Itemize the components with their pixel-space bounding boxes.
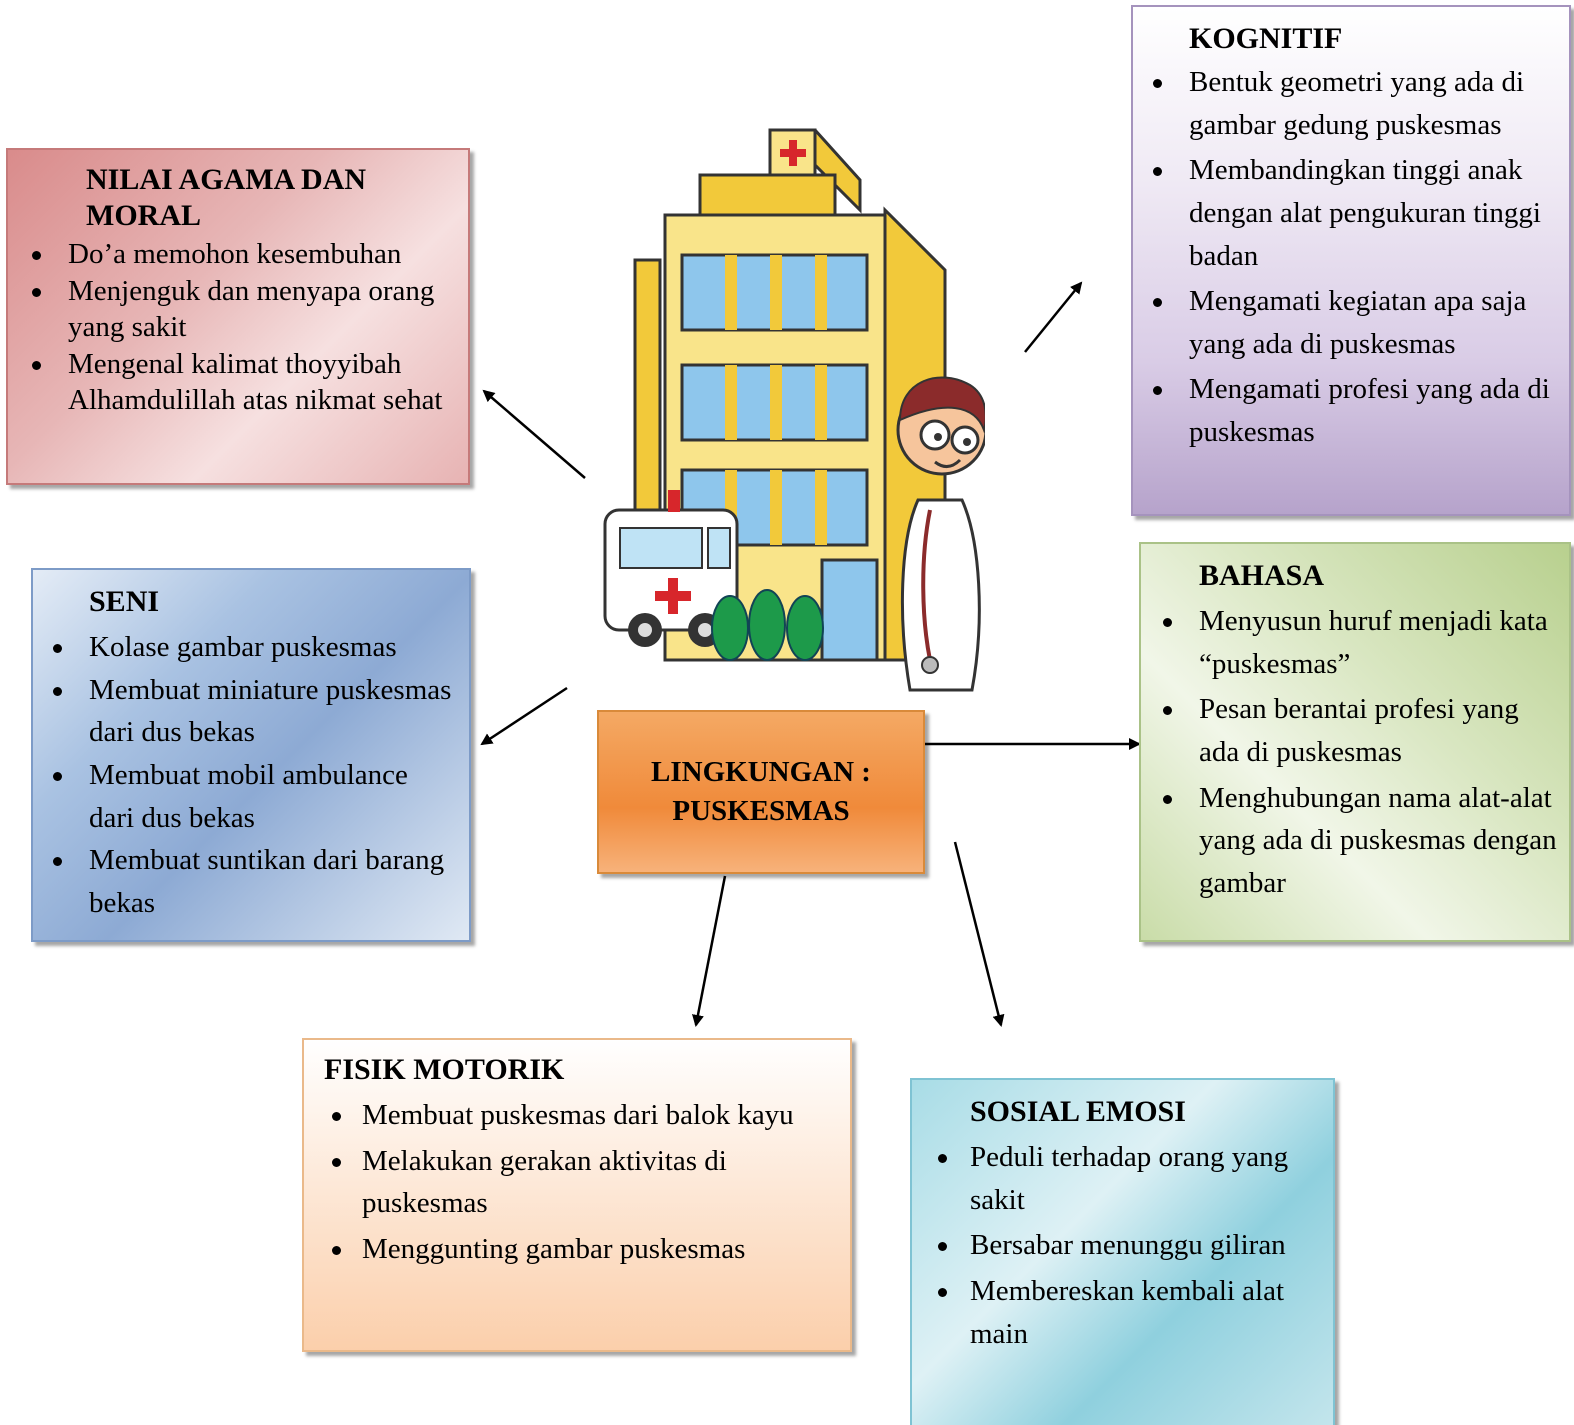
- list-item: Membuat suntikan dari barang bekas: [53, 839, 457, 924]
- list-item: Kolase gambar puskesmas: [53, 626, 457, 669]
- arrow-to-fisik-motorik: [692, 875, 727, 1027]
- arrow-to-seni: [480, 686, 568, 746]
- list-item: Mengenal kalimat thoyyibah Alhamdulillah…: [32, 346, 452, 419]
- arrow-to-sosial-emosi: [953, 841, 1005, 1027]
- sosial-emosi-list: Peduli terhadap orang yang sakit Bersaba…: [912, 1136, 1333, 1355]
- list-item: Membuat miniature puskesmas dari dus bek…: [53, 669, 457, 754]
- list-item: Pesan berantai profesi yang ada di puske…: [1163, 688, 1563, 773]
- hospital-illustration-icon: [603, 128, 985, 692]
- list-item: Membandingkan tinggi anak dengan alat pe…: [1153, 149, 1561, 277]
- kognitif-list: Bentuk geometri yang ada di gambar gedun…: [1133, 61, 1569, 454]
- nilai-agama-list: Do’a memohon kesembuhan Menjenguk dan me…: [8, 234, 468, 419]
- list-item: Bentuk geometri yang ada di gambar gedun…: [1153, 61, 1561, 146]
- list-item: Peduli terhadap orang yang sakit: [938, 1136, 1325, 1221]
- seni-list: Kolase gambar puskesmas Membuat miniatur…: [33, 626, 469, 924]
- list-item: Bersabar menunggu giliran: [938, 1224, 1325, 1267]
- seni-box: SENI Kolase gambar puskesmas Membuat min…: [31, 568, 471, 942]
- seni-title: SENI: [89, 585, 160, 618]
- list-item: Mengamati profesi yang ada di puskesmas: [1153, 368, 1561, 453]
- bahasa-list: Menyusun huruf menjadi kata “puskesmas” …: [1141, 600, 1569, 904]
- list-item: Menghubungan nama alat-alat yang ada di …: [1163, 777, 1563, 905]
- arrow-to-kognitif: [1024, 281, 1083, 353]
- sosial-emosi-box: SOSIAL EMOSI Peduli terhadap orang yang …: [910, 1078, 1335, 1425]
- list-item: Menggunting gambar puskesmas: [332, 1228, 840, 1271]
- kognitif-box: KOGNITIF Bentuk geometri yang ada di gam…: [1131, 5, 1571, 516]
- fisik-motorik-list: Membuat puskesmas dari balok kayu Melaku…: [304, 1094, 850, 1271]
- fisik-motorik-box: FISIK MOTORIK Membuat puskesmas dari bal…: [302, 1038, 852, 1352]
- list-item: Membuat puskesmas dari balok kayu: [332, 1094, 840, 1137]
- list-item: Do’a memohon kesembuhan: [32, 236, 452, 273]
- bahasa-box: BAHASA Menyusun huruf menjadi kata “pusk…: [1139, 542, 1571, 942]
- center-topic-box: LINGKUNGAN :PUSKESMAS: [597, 710, 925, 874]
- list-item: Melakukan gerakan aktivitas di puskesmas: [332, 1140, 840, 1225]
- center-topic-label: LINGKUNGAN :PUSKESMAS: [651, 755, 871, 827]
- kognitif-title: KOGNITIF: [1189, 22, 1343, 55]
- sosial-emosi-title: SOSIAL EMOSI: [970, 1095, 1186, 1128]
- bahasa-title: BAHASA: [1199, 559, 1325, 592]
- list-item: Mengamati kegiatan apa saja yang ada di …: [1153, 280, 1561, 365]
- list-item: Membuat mobil ambulance dari dus bekas: [53, 754, 457, 839]
- arrow-to-nilai-agama: [482, 389, 586, 479]
- list-item: Menjenguk dan menyapa orang yang sakit: [32, 273, 452, 346]
- list-item: Membereskan kembali alat main: [938, 1270, 1325, 1355]
- fisik-motorik-title: FISIK MOTORIK: [324, 1053, 565, 1086]
- list-item: Menyusun huruf menjadi kata “puskesmas”: [1163, 600, 1563, 685]
